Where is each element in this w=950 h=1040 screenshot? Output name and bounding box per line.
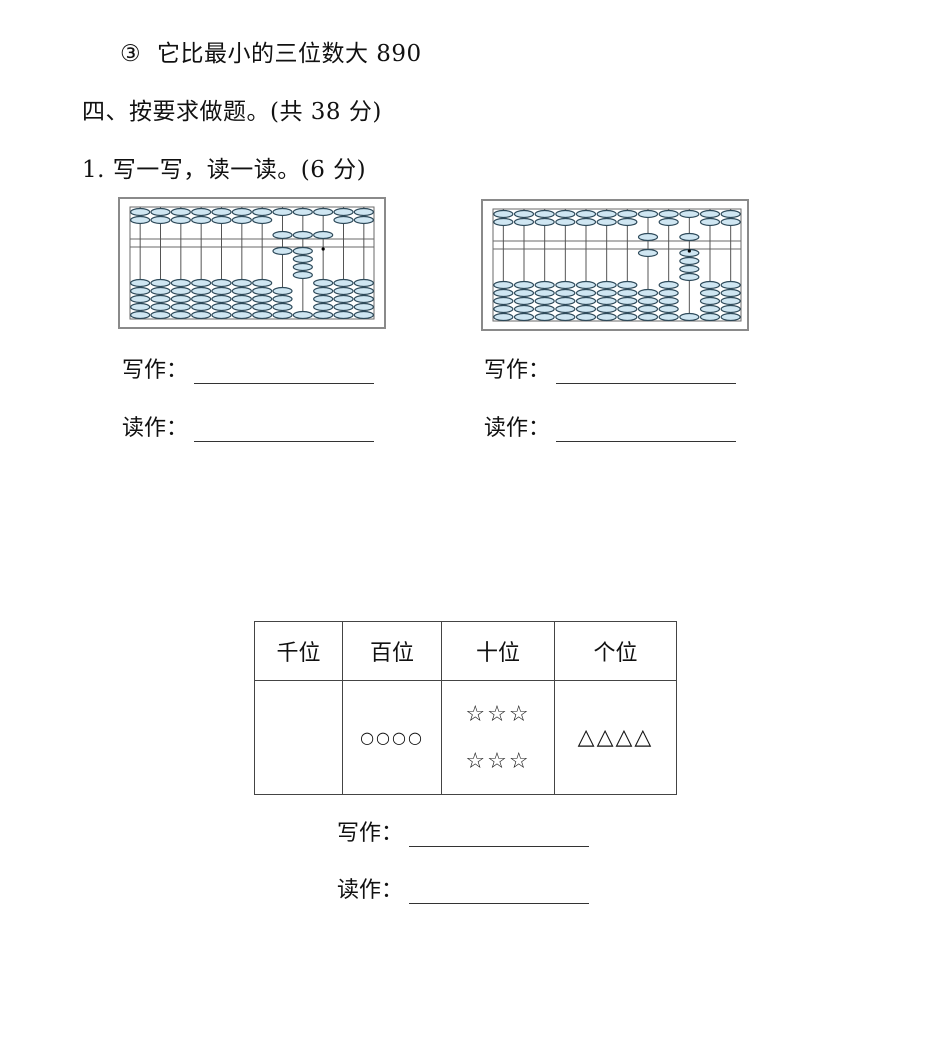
question-3-text: 它比最小的三位数大 890 [156, 41, 422, 67]
read-answer-blank[interactable] [409, 881, 590, 904]
cell-hundreds: ○○○○ [342, 680, 442, 795]
abacus-left-write: 写作： [122, 352, 375, 384]
cell-thousands [254, 680, 343, 795]
write-answer-blank[interactable] [556, 361, 737, 384]
abacus-left-figure [129, 206, 375, 320]
header-hundreds: 百位 [342, 621, 442, 681]
table-body-row: ○○○○ ☆☆☆ ☆☆☆ △△△△ [254, 680, 677, 795]
read-label: 读作： [484, 416, 551, 441]
table-read: 读作： [337, 872, 590, 904]
question-3: ③ 它比最小的三位数大 890 [120, 34, 422, 68]
read-label: 读作： [122, 416, 189, 441]
star-symbols-row1: ☆☆☆ [465, 701, 531, 727]
cell-ones: △△△△ [554, 680, 677, 795]
section-four-title: 四、按要求做题。(共 38 分) [82, 99, 382, 125]
task-1-title: 1. 写一写，读一读。(6 分) [82, 157, 367, 183]
write-answer-blank[interactable] [409, 824, 590, 847]
abacus-left-read: 读作： [122, 410, 375, 442]
read-answer-blank[interactable] [556, 419, 737, 442]
abacus-right-write: 写作： [484, 352, 737, 384]
write-answer-blank[interactable] [194, 361, 375, 384]
circle-symbols: ○○○○ [360, 728, 424, 747]
abacus-right [481, 199, 749, 331]
header-thousands: 千位 [254, 621, 343, 681]
cell-tens: ☆☆☆ ☆☆☆ [441, 680, 555, 795]
header-ones: 个位 [554, 621, 677, 681]
read-label: 读作： [337, 878, 404, 903]
write-label: 写作： [484, 358, 551, 383]
table-header-row: 千位 百位 十位 个位 [254, 621, 677, 681]
write-label: 写作： [337, 821, 404, 846]
triangle-symbols: △△△△ [577, 725, 654, 750]
place-value-table: 千位 百位 十位 个位 ○○○○ ☆☆☆ ☆☆☆ △△△△ [254, 621, 677, 795]
table-write: 写作： [337, 815, 590, 847]
header-tens: 十位 [441, 621, 555, 681]
abacus-left [118, 197, 386, 329]
abacus-right-read: 读作： [484, 410, 737, 442]
abacus-right-figure [492, 208, 742, 322]
read-answer-blank[interactable] [194, 419, 375, 442]
question-3-marker: ③ [120, 41, 142, 67]
star-symbols-row2: ☆☆☆ [465, 748, 531, 774]
write-label: 写作： [122, 358, 189, 383]
